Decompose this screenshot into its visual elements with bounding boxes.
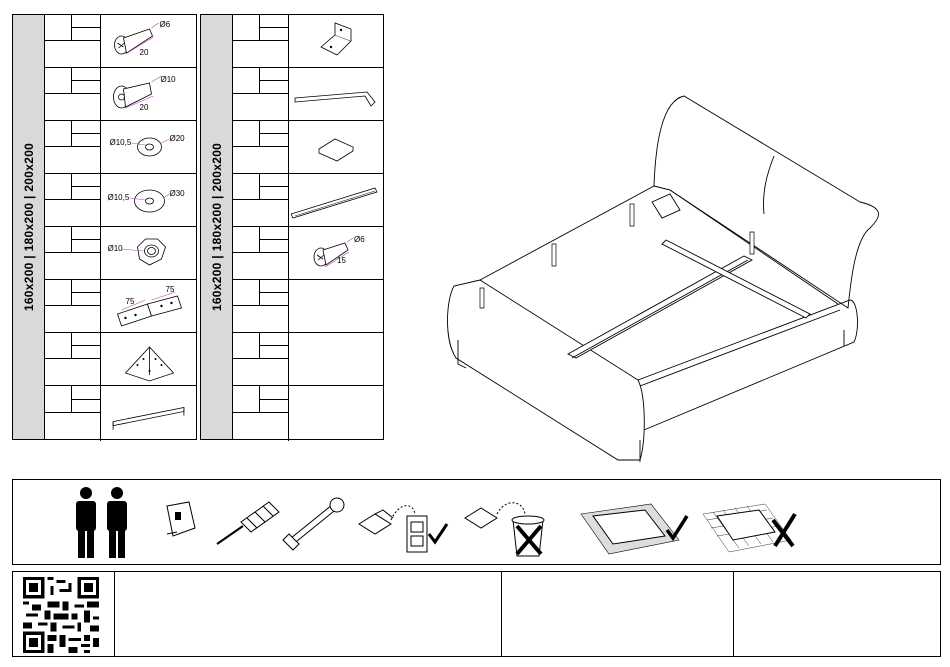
footer-divider bbox=[501, 572, 502, 656]
tools-strip bbox=[12, 479, 941, 565]
part-row bbox=[233, 15, 383, 68]
angle-bracket-icon: 75 75 bbox=[103, 282, 194, 330]
part-row: 75 75 bbox=[45, 280, 196, 333]
bed-illustration bbox=[440, 90, 890, 470]
unprotected-floor-icon bbox=[701, 500, 805, 556]
hex-key-icon bbox=[291, 70, 381, 118]
footer-divider bbox=[733, 572, 734, 656]
svg-text:15: 15 bbox=[337, 256, 346, 265]
svg-text:Ø10: Ø10 bbox=[108, 244, 124, 253]
parts-panel-right: 160x200 | 180x200 | 200x200 bbox=[200, 14, 384, 440]
bolt-icon: Ø10 20 bbox=[103, 70, 194, 118]
part-row bbox=[233, 121, 383, 174]
size-label: 160x200 | 180x200 | 200x200 bbox=[22, 143, 36, 311]
no-trash-icon bbox=[463, 496, 553, 558]
svg-text:20: 20 bbox=[140, 48, 149, 57]
svg-text:Ø30: Ø30 bbox=[170, 189, 186, 198]
part-row: Ø10,5 Ø20 bbox=[45, 121, 196, 174]
footer-bar bbox=[12, 571, 941, 657]
svg-text:Ø20: Ø20 bbox=[170, 134, 186, 143]
screwdriver-icon bbox=[213, 496, 283, 548]
part-row: Ø6 15 bbox=[233, 227, 383, 280]
part-row bbox=[233, 333, 383, 386]
svg-text:Ø10,5: Ø10,5 bbox=[108, 193, 130, 202]
wrench-icon bbox=[281, 496, 351, 552]
svg-text:Ø6: Ø6 bbox=[160, 20, 171, 29]
svg-text:Ø6: Ø6 bbox=[354, 235, 365, 244]
slat-bar-icon bbox=[291, 176, 381, 224]
part-row: Ø10 20 bbox=[45, 68, 196, 121]
small-bracket-icon bbox=[291, 17, 381, 65]
parts-panel-left: 160x200 | 180x200 | 200x200 Ø6 20 bbox=[12, 14, 197, 440]
part-row bbox=[45, 333, 196, 386]
tape-measure-icon bbox=[161, 498, 201, 542]
part-row bbox=[233, 68, 383, 121]
washer-icon: Ø10,5 Ø20 bbox=[103, 123, 194, 171]
protected-floor-icon bbox=[579, 500, 691, 556]
corner-plate-icon bbox=[103, 335, 194, 383]
part-row bbox=[233, 280, 383, 333]
size-label-strip: 160x200 | 180x200 | 200x200 bbox=[13, 15, 45, 439]
size-label: 160x200 | 180x200 | 200x200 bbox=[210, 143, 224, 311]
pad-icon bbox=[291, 123, 381, 171]
part-row bbox=[45, 386, 196, 441]
two-people-icon bbox=[71, 486, 133, 560]
part-row: Ø10 bbox=[45, 227, 196, 280]
bolt-icon: Ø6 15 bbox=[291, 229, 381, 277]
svg-text:75: 75 bbox=[166, 285, 175, 294]
svg-text:Ø10: Ø10 bbox=[161, 75, 177, 84]
nut-icon: Ø10 bbox=[103, 229, 194, 277]
bolt-icon: Ø6 20 bbox=[103, 17, 194, 65]
svg-text:75: 75 bbox=[126, 297, 135, 306]
svg-text:20: 20 bbox=[140, 103, 149, 112]
keep-manual-icon bbox=[357, 496, 449, 556]
qr-code-icon bbox=[23, 577, 99, 653]
part-row: Ø10,5 Ø30 bbox=[45, 174, 196, 227]
part-row: Ø6 20 bbox=[45, 15, 196, 68]
footer-divider bbox=[114, 572, 115, 656]
rail-icon bbox=[103, 388, 194, 439]
part-row bbox=[233, 386, 383, 441]
svg-text:Ø10,5: Ø10,5 bbox=[110, 138, 132, 147]
size-label-strip: 160x200 | 180x200 | 200x200 bbox=[201, 15, 233, 439]
part-row bbox=[233, 174, 383, 227]
washer-icon: Ø10,5 Ø30 bbox=[103, 176, 194, 224]
